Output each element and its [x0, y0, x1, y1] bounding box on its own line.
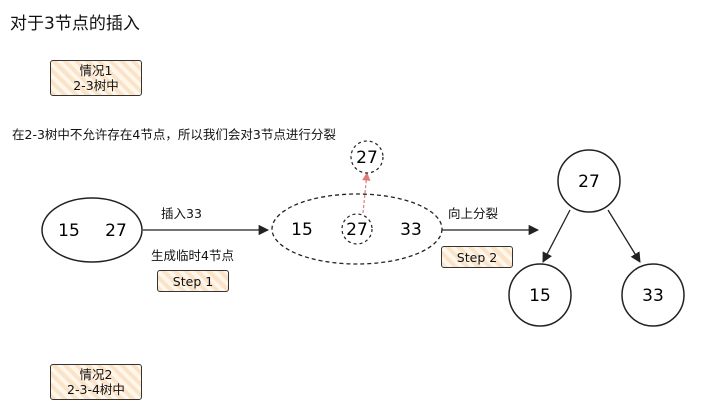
- tree-edge-left: [542, 209, 571, 263]
- tree-left-circle: [508, 263, 572, 327]
- split-arrow-label: 向上分裂: [448, 206, 499, 221]
- step1-tag: Step 1: [157, 270, 229, 292]
- promoted-key-circle: [350, 140, 384, 174]
- promotion-arrow: [362, 172, 371, 214]
- case1-line1: 情况1: [79, 63, 113, 78]
- tree-root-key: 27: [578, 172, 600, 192]
- tree-root-circle: [557, 149, 621, 213]
- three-node-ellipse: [41, 197, 143, 263]
- three-node-right-key: 27: [105, 221, 127, 241]
- four-node-right-key: 33: [400, 220, 422, 240]
- tree-right-circle: [621, 263, 685, 327]
- three-node-left-key: 15: [58, 221, 80, 241]
- promoted-key: 27: [356, 148, 378, 168]
- case2-label: 情况2 2-3-4树中: [50, 364, 142, 400]
- explanation-note: 在2-3树中不允许存在4节点，所以我们会对3节点进行分裂: [12, 127, 336, 142]
- step2-tag: Step 2: [441, 246, 513, 268]
- tree-edge-right: [607, 209, 641, 263]
- case2-line1: 情况2: [79, 367, 113, 382]
- case2-line2: 2-3-4树中: [67, 382, 125, 397]
- tree-right-key: 33: [642, 286, 664, 306]
- insert-arrow-label: 插入33: [161, 206, 202, 221]
- four-node-middle-circle: [341, 213, 373, 245]
- case1-line2: 2-3树中: [73, 78, 119, 93]
- temp-node-label: 生成临时4节点: [151, 248, 234, 263]
- case1-label: 情况1 2-3树中: [50, 60, 142, 96]
- four-node-left-key: 15: [291, 220, 313, 240]
- tree-left-key: 15: [529, 286, 551, 306]
- page-title: 对于3节点的插入: [10, 14, 140, 34]
- four-node-middle-key: 27: [346, 220, 368, 240]
- temp-four-node-ellipse: [271, 193, 443, 265]
